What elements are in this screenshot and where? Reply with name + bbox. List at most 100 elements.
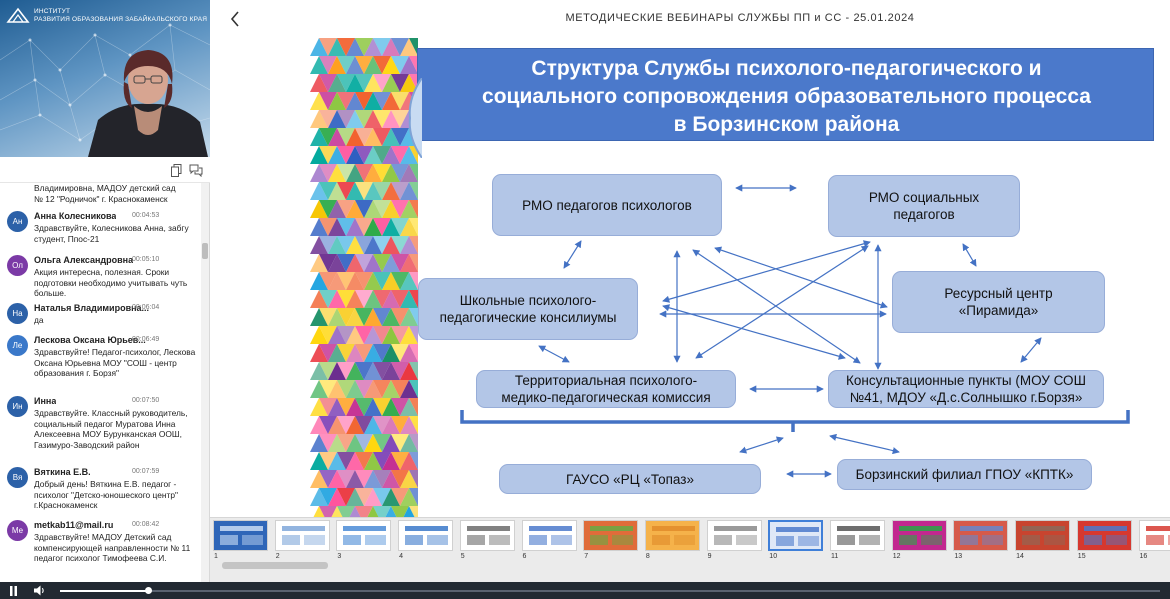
chat-toolbar [0,157,210,183]
box-consult-line-2: №41, МДОУ «Д.с.Солнышко г.Борзя» [849,390,1083,405]
chat-author-name: Ольга Александровна [34,255,134,265]
chat-scrollbar[interactable] [201,183,209,582]
slide-thumbnail[interactable] [644,520,700,551]
box-territorial-line-2: медико-педагогическая комиссия [501,390,711,405]
thumbnail-preview [337,521,391,550]
avatar: Ме [7,520,28,541]
thumbnail-number: 11 [831,553,839,560]
pause-icon[interactable] [9,586,18,596]
chat-timestamp: 00:06:04 [132,304,160,311]
triangle-mosaic-decoration [310,38,418,517]
slide-thumbnail[interactable] [1076,520,1132,551]
slide-thumbnail[interactable] [1138,520,1170,551]
box-gauso-label: ГАУСО «РЦ «Топаз» [566,471,694,487]
slide-thumbnail[interactable] [583,520,639,551]
thumbnail-number: 7 [584,553,589,560]
thumbnail-number: 2 [275,553,280,560]
thumbnail-number: 1 [214,553,218,560]
thumbnail-preview [399,521,453,550]
thumbnail-preview [892,521,946,550]
presenter-figure [88,50,208,157]
box-rmo-psychologists: РМО педагогов психологов [492,174,722,236]
thumbnail-number: 6 [522,553,527,560]
avatar: Вя [7,467,28,488]
presentation-slide: Структура Службы психолого-педагогическо… [310,38,1158,517]
chat-timestamp: 00:04:53 [132,212,160,219]
avatar: Ан [7,211,28,232]
institute-line-2: РАЗВИТИЯ ОБРАЗОВАНИЯ ЗАБАЙКАЛЬСКОГО КРАЯ [34,16,208,23]
chat-author-name: Лескова Оксана Юрьев... [34,335,146,345]
thumbnail-number: 4 [399,553,403,560]
volume-icon[interactable] [34,585,46,596]
playback-progress-fill [60,590,148,592]
thumbnail-preview [1077,521,1131,550]
slide-thumbnail[interactable] [398,520,454,551]
slide-thumbnail[interactable] [768,520,824,551]
chat-message-text: Здравствуйте. Классный руководитель, соц… [34,408,188,450]
chat-author-name: metkab11@mail.ru [34,520,114,530]
slide-thumbnail[interactable] [891,520,947,551]
slide-thumbnail[interactable] [830,520,885,551]
thumbnail-preview [460,521,514,550]
chat-bubbles-icon[interactable] [189,163,203,177]
player-controls [0,582,1170,599]
box-rmo-psychologists-label: РМО педагогов психологов [522,197,692,213]
diagram-arrows [460,184,1130,478]
chat-scrollbar-thumb[interactable] [202,243,208,259]
slide-thumbnail[interactable] [953,520,1009,551]
slide-thumbnail[interactable] [274,520,330,551]
playback-progress-bar[interactable] [60,587,1160,594]
slide-thumbnail[interactable] [336,520,392,551]
avatar: На [7,303,28,324]
box-consult-line-1: Консультационные пункты (МОУ СОШ [846,373,1086,388]
slide-title-line-3: в Борзинском района [673,113,900,136]
box-consultation-points: Консультационные пункты (МОУ СОШ №41, МД… [828,370,1104,408]
chat-message-text: Добрый день! Вяткина Е.В. педагог - псих… [34,479,178,510]
thumbnail-number: 15 [1077,553,1086,560]
thumbnail-preview [584,521,638,550]
chat-author-name: Инна [34,396,57,406]
chat-message-text-partial: Владимировна, МАДОУ детский сад № 12 "Ро… [34,183,196,204]
slide-thumbnail[interactable] [213,520,268,551]
box-gauso-topaz: ГАУСО «РЦ «Топаз» [499,464,761,494]
thumbnail-preview [645,521,699,550]
thumbnail-number: 5 [460,553,465,560]
box-school-councils: Школьные психолого- педагогические конси… [418,278,638,340]
slide-thumbnail[interactable] [1015,520,1071,551]
slide-thumbnail[interactable] [521,520,577,551]
playback-progress-knob[interactable] [145,587,152,594]
thumbnail-preview [522,521,576,550]
avatar: Ле [7,335,28,356]
avatar: Ол [7,255,28,276]
chat-message-text: Здравствуйте! МАДОУ Детский сад компенси… [34,532,191,563]
avatar: Ин [7,396,28,417]
slide-title-line-1: Структура Службы психолого-педагогическо… [531,57,1042,80]
partial-line-1: Владимировна, МАДОУ детский сад [34,183,176,193]
chat-timestamp: 00:07:59 [132,468,160,475]
thumbnail-scrollbar-thumb[interactable] [222,562,328,569]
back-chevron-icon[interactable] [227,9,243,29]
thumbnail-preview [214,521,267,550]
thumbnail-number: 13 [954,553,963,560]
box-rmo-social-line-2: педагогов [893,207,955,222]
thumbnail-scrollbar[interactable] [214,561,1166,570]
thumbnail-preview [831,521,884,550]
chat-timestamp: 00:05:10 [132,256,160,263]
box-territorial-line-1: Территориальная психолого- [514,373,698,388]
thumbnail-number: 14 [1016,553,1024,560]
thumbnail-preview [707,521,761,550]
box-borzya-label: Борзинский филиал ГПОУ «КПТК» [855,467,1074,482]
thumbnail-number: 8 [645,553,650,560]
institute-logo-icon [6,7,30,23]
thumbnail-number: 16 [1139,553,1148,560]
copy-icon[interactable] [171,164,182,177]
slide-thumbnail[interactable] [459,520,515,551]
box-resource-line-1: Ресурсный центр [944,286,1053,301]
slide-thumbnail[interactable] [706,520,762,551]
thumbnail-number: 9 [707,553,712,560]
slide-thumbnail-strip: 1 2 3 4 5 [210,517,1170,582]
chat-message-text: Здравствуйте! Педагог-психолог, Лескова … [34,347,196,378]
institute-line-1: ИНСТИТУТ [34,8,71,15]
box-rmo-social: РМО социальных педагогов [828,175,1020,237]
